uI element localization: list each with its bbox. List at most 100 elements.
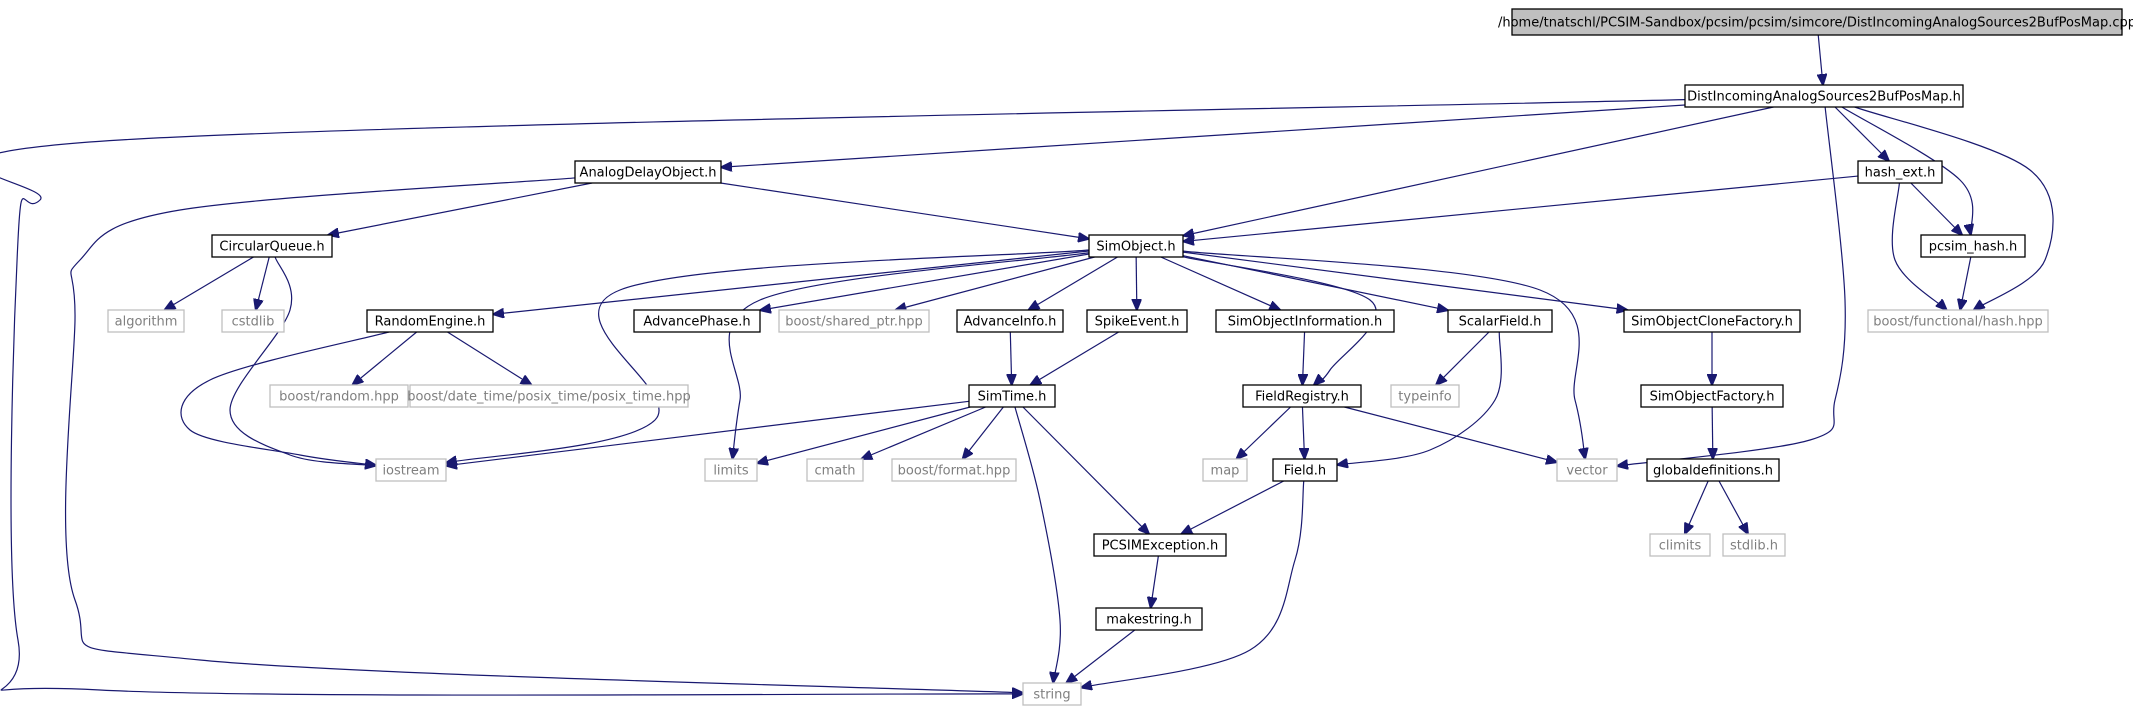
edge-simtime-to-cmath — [861, 406, 986, 459]
edge-simobject-to-vector — [1182, 250, 1585, 459]
node-box-cstdlib — [221, 309, 285, 333]
node-box-socf — [1623, 309, 1801, 333]
node-label-cmath: cmath — [814, 464, 855, 479]
node-box-fieldreg — [1242, 384, 1362, 408]
node-soinfo[interactable]: SimObjectInformation.h — [1215, 309, 1395, 333]
node-cstdlib[interactable]: cstdlib — [221, 309, 285, 333]
edge-simobject-to-randeng — [493, 250, 1090, 314]
node-label-vector: vector — [1566, 464, 1608, 479]
node-root[interactable]: /home/tnatschl/PCSIM-Sandbox/pcsim/pcsim… — [1498, 8, 2133, 36]
node-box-scalar — [1447, 309, 1553, 333]
node-sof[interactable]: SimObjectFactory.h — [1640, 384, 1784, 408]
node-label-map: map — [1211, 464, 1240, 479]
node-cmath[interactable]: cmath — [806, 458, 864, 482]
edge-circq-to-cstdlib — [256, 256, 270, 310]
node-climits[interactable]: climits — [1649, 533, 1711, 557]
node-box-spike — [1086, 309, 1188, 333]
node-simobject[interactable]: SimObject.h — [1088, 234, 1184, 258]
node-box-climits — [1649, 533, 1711, 557]
node-shared_ptr[interactable]: boost/shared_ptr.hpp — [778, 309, 930, 333]
node-box-pcsimexc — [1093, 533, 1227, 557]
edge-simobject-to-limits — [729, 252, 1090, 459]
edge-circq-to-iostream — [229, 256, 376, 466]
node-label-iostream: iostream — [382, 464, 439, 479]
node-pcsim_hash[interactable]: pcsim_hash.h — [1920, 234, 2026, 258]
node-vector[interactable]: vector — [1556, 458, 1618, 482]
edge-analogdelay-to-string — [64, 177, 1023, 693]
node-advinfo[interactable]: AdvanceInfo.h — [956, 309, 1064, 333]
node-circq[interactable]: CircularQueue.h — [211, 234, 333, 258]
edge-pcsimexc-to-makestring — [1151, 555, 1159, 608]
edge-simtime-to-limits — [757, 406, 971, 463]
node-posix[interactable]: boost/date_time/posix_time/posix_time.hp… — [407, 384, 691, 408]
node-label-socf: SimObjectCloneFactory.h — [1631, 315, 1793, 330]
node-format[interactable]: boost/format.hpp — [891, 458, 1017, 482]
node-hash_ext[interactable]: hash_ext.h — [1857, 160, 1943, 184]
edge-soinfo-to-fieldreg — [1302, 331, 1304, 385]
node-map[interactable]: map — [1202, 458, 1248, 482]
edge-dist_h-to-hash_ext — [1834, 106, 1889, 161]
node-label-stdlib: stdlib.h — [1730, 539, 1778, 554]
node-globdef[interactable]: globaldefinitions.h — [1646, 458, 1780, 482]
node-label-sof: SimObjectFactory.h — [1650, 390, 1775, 405]
node-box-advphase — [633, 309, 761, 333]
node-box-string — [1022, 682, 1082, 706]
edge-simobject-to-iostream — [446, 249, 1090, 463]
node-label-hash_ext: hash_ext.h — [1865, 166, 1936, 181]
node-typeinfo[interactable]: typeinfo — [1390, 384, 1460, 408]
node-box-stdlib — [1722, 533, 1786, 557]
node-iostream[interactable]: iostream — [375, 458, 447, 482]
node-pcsimexc[interactable]: PCSIMException.h — [1093, 533, 1227, 557]
node-string[interactable]: string — [1022, 682, 1082, 706]
node-spike[interactable]: SpikeEvent.h — [1086, 309, 1188, 333]
node-label-typeinfo: typeinfo — [1398, 390, 1451, 405]
node-label-root: /home/tnatschl/PCSIM-Sandbox/pcsim/pcsim… — [1498, 16, 2133, 31]
node-makestring[interactable]: makestring.h — [1095, 607, 1203, 631]
edge-advinfo-to-simtime — [1010, 331, 1011, 385]
edge-spike-to-simtime — [1030, 331, 1119, 385]
node-box-func_hash — [1867, 309, 2049, 333]
edge-simobject-to-spike — [1136, 256, 1137, 310]
node-box-random — [269, 384, 409, 408]
edge-dist_h-to-simobject — [1183, 106, 1774, 236]
edges-layer — [0, 34, 2054, 696]
node-randeng[interactable]: RandomEngine.h — [366, 309, 494, 333]
node-label-scalar: ScalarField.h — [1459, 315, 1542, 330]
node-field[interactable]: Field.h — [1272, 458, 1338, 482]
node-analogdelay[interactable]: AnalogDelayObject.h — [574, 160, 722, 184]
node-random[interactable]: boost/random.hpp — [269, 384, 409, 408]
edge-randeng-to-iostream — [180, 331, 390, 465]
node-dist_h[interactable]: DistIncomingAnalogSources2BufPosMap.h — [1684, 84, 1964, 108]
node-algorithm[interactable]: algorithm — [107, 309, 185, 333]
node-box-circq — [211, 234, 333, 258]
node-fieldreg[interactable]: FieldRegistry.h — [1242, 384, 1362, 408]
node-socf[interactable]: SimObjectCloneFactory.h — [1623, 309, 1801, 333]
edge-scalar-to-field — [1337, 331, 1502, 465]
edge-analogdelay-to-circq — [328, 182, 593, 235]
node-box-typeinfo — [1390, 384, 1460, 408]
node-box-randeng — [366, 309, 494, 333]
node-box-posix — [409, 384, 689, 408]
node-advphase[interactable]: AdvancePhase.h — [633, 309, 761, 333]
edge-dist_h-to-string — [0, 98, 1686, 696]
edge-sof-to-globdef — [1712, 406, 1713, 459]
node-scalar[interactable]: ScalarField.h — [1447, 309, 1553, 333]
node-box-algorithm — [107, 309, 185, 333]
edge-hash_ext-to-simobject — [1183, 175, 1859, 241]
node-stdlib[interactable]: stdlib.h — [1722, 533, 1786, 557]
node-simtime[interactable]: SimTime.h — [968, 384, 1056, 408]
node-label-shared_ptr: boost/shared_ptr.hpp — [785, 315, 923, 330]
edge-hash_ext-to-func_hash — [1891, 182, 1946, 310]
node-label-func_hash: boost/functional/hash.hpp — [1873, 315, 2043, 330]
edge-pcsim_hash-to-func_hash — [1960, 256, 1972, 310]
node-func_hash[interactable]: boost/functional/hash.hpp — [1867, 309, 2049, 333]
node-label-fieldreg: FieldRegistry.h — [1255, 390, 1349, 405]
edge-simtime-to-pcsimexc — [1022, 406, 1149, 534]
edge-dist_h-to-vector — [1617, 106, 1846, 466]
node-box-soinfo — [1215, 309, 1395, 333]
edge-simobject-to-soinfo — [1160, 256, 1280, 310]
node-limits[interactable]: limits — [704, 458, 758, 482]
edge-fieldreg-to-field — [1302, 406, 1304, 459]
node-box-makestring — [1095, 607, 1203, 631]
